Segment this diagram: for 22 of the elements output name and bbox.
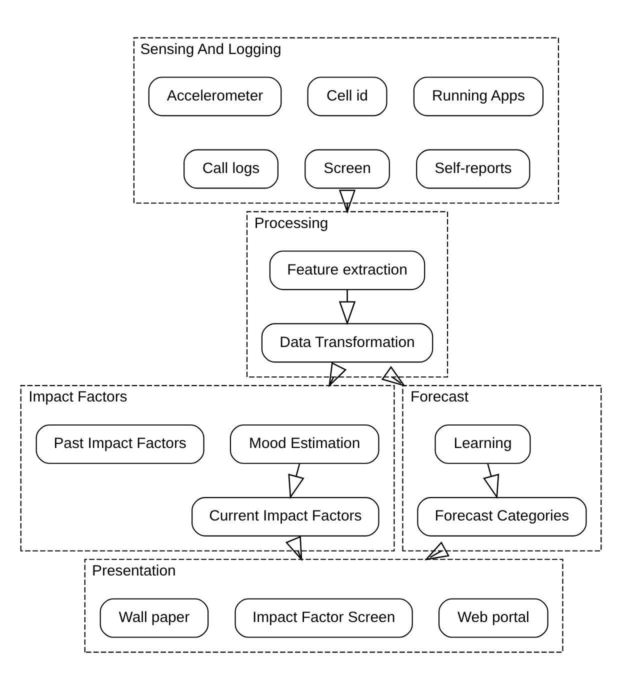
node-box: Forecast Categories: [417, 497, 587, 536]
node-box: Screen: [304, 149, 390, 189]
node-box: Data Transformation: [261, 323, 434, 363]
arrow: [483, 464, 500, 499]
node-box: Call logs: [184, 149, 278, 189]
node-box: Impact Factor Screen: [234, 598, 413, 638]
node-box: Mood Estimation: [230, 424, 380, 464]
node-box: Web portal: [438, 598, 548, 638]
arrow: [338, 190, 356, 214]
arrow: [381, 366, 406, 387]
arrow: [424, 542, 450, 560]
node-box: Cell id: [307, 76, 388, 116]
arrow: [338, 290, 356, 326]
node-box: Current Impact Factors: [192, 497, 380, 536]
node-box: Learning: [434, 424, 531, 464]
node-box: Past Impact Factors: [36, 424, 204, 464]
node-box: Accelerometer: [148, 76, 282, 116]
node-box: Feature extraction: [269, 250, 426, 290]
node-box: Running Apps: [413, 76, 544, 116]
arrow: [288, 464, 304, 499]
node-box: Wall paper: [100, 598, 209, 638]
node-box: Self-reports: [416, 149, 530, 189]
